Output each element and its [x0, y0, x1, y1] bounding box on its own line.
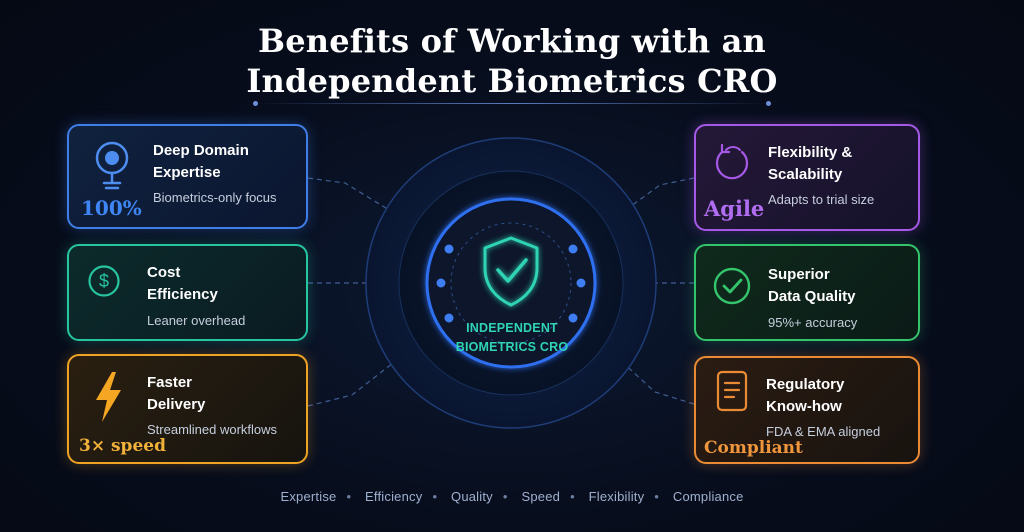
card-subtitle: Streamlined workflows: [147, 422, 278, 437]
card-superior-data-quality: Superior Data Quality 95%+ accuracy: [694, 244, 920, 341]
hub-dot: [436, 278, 446, 288]
hub-dot: [568, 313, 578, 323]
hub-dot: [444, 244, 454, 254]
footer-item: Quality: [451, 489, 493, 504]
card-title-line-2: Delivery: [147, 396, 206, 413]
card-subtitle: FDA & EMA aligned: [766, 424, 881, 439]
card-title-line-2: Know-how: [766, 398, 842, 415]
card-title-line-1: Faster: [147, 374, 193, 391]
card-stamp: Agile: [704, 196, 765, 221]
hub-dot: [568, 244, 578, 254]
footer-item: Speed: [521, 489, 561, 504]
lightning-icon: [96, 372, 121, 422]
footer-item: Compliance: [672, 489, 744, 504]
footer-item: Efficiency: [365, 489, 423, 504]
card-title-line-1: Regulatory: [766, 376, 845, 393]
footer-item: Flexibility: [588, 489, 645, 504]
svg-text:$: $: [99, 271, 109, 291]
footer-keywords: Expertise• Efficiency• Quality• Speed• F…: [280, 489, 744, 504]
card-title-line-1: Superior: [768, 266, 830, 283]
inner-ring: [425, 197, 597, 369]
center-label-line-1: INDEPENDENT: [466, 321, 558, 335]
document-icon: [716, 370, 748, 412]
card-subtitle: 95%+ accuracy: [768, 315, 858, 330]
card-stamp: Compliant: [704, 438, 803, 458]
card-deep-domain-expertise: Deep Domain Expertise Biometrics-only fo…: [67, 124, 308, 229]
title-line-1: Benefits of Working with an: [257, 22, 767, 60]
footer-item: Expertise: [280, 489, 337, 504]
card-title-line-2: Scalability: [768, 166, 843, 183]
card-regulatory-know-how: Regulatory Know-how FDA & EMA aligned Co…: [694, 356, 920, 464]
card-title-line-2: Data Quality: [768, 288, 856, 305]
title-line-2: Independent Biometrics CRO: [246, 62, 778, 100]
card-stamp: 100%: [81, 196, 142, 220]
card-subtitle: Leaner overhead: [147, 313, 246, 328]
refresh-circle-icon: [715, 143, 749, 180]
card-flexibility-scalability: Flexibility & Scalability Adapts to tria…: [694, 124, 920, 231]
check-circle-icon: [713, 267, 751, 305]
hub-dot: [444, 313, 454, 323]
hub-dot: [576, 278, 586, 288]
title-divider: [253, 101, 771, 106]
card-title-line-1: Flexibility &: [768, 144, 853, 161]
card-title-line-1: Cost: [147, 264, 181, 281]
inner-dashed-ring: [450, 222, 572, 344]
dollar-circle-icon: $: [88, 265, 120, 297]
target-pin-icon: [95, 141, 129, 190]
card-subtitle: Adapts to trial size: [768, 192, 875, 207]
card-title-line-2: Expertise: [153, 164, 221, 181]
card-stamp: 3× speed: [79, 436, 166, 456]
center-label-line-2: BIOMETRICS CRO: [455, 340, 569, 354]
card-faster-delivery: Faster Delivery Streamlined workflows 3×…: [67, 354, 308, 464]
card-cost-efficiency: $ Cost Efficiency Leaner overhead: [67, 244, 308, 341]
shield-check-icon: [483, 236, 539, 307]
card-title-line-1: Deep Domain: [153, 142, 249, 159]
card-title-line-2: Efficiency: [147, 286, 218, 303]
card-subtitle: Biometrics-only focus: [153, 190, 277, 205]
